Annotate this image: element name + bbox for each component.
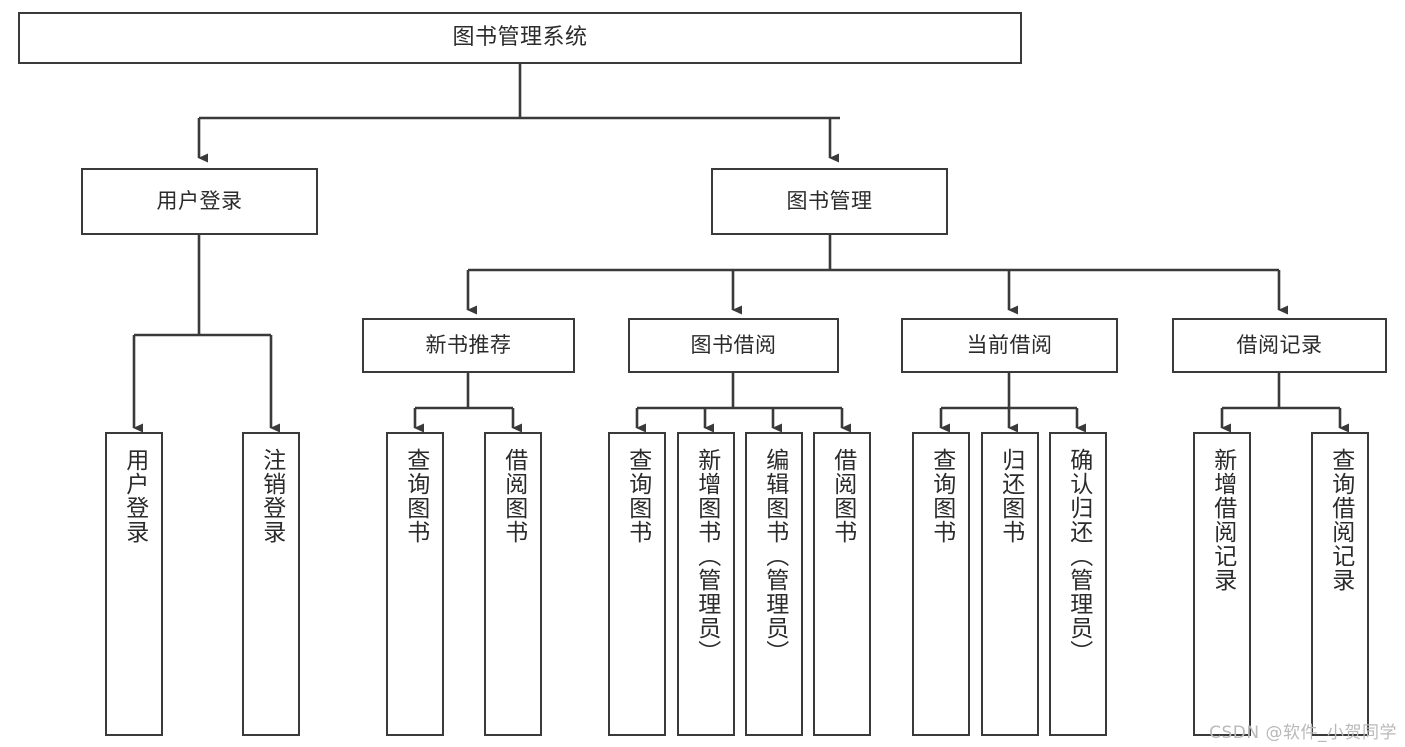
node-user-login[interactable]: 用户登录 — [81, 168, 318, 235]
node-label: 编辑图书（管理员） — [761, 448, 788, 664]
node-book-management[interactable]: 图书管理 — [711, 168, 948, 235]
node-leaf-confirm-return[interactable]: 确认归还（管理员） — [1049, 432, 1107, 736]
node-label: 借阅图书 — [500, 448, 527, 544]
node-label: 查询借阅记录 — [1327, 448, 1354, 592]
node-book-borrow[interactable]: 图书借阅 — [628, 318, 839, 373]
node-label: 归还图书 — [997, 448, 1024, 544]
watermark: CSDN @软件_小贺同学 — [1209, 723, 1397, 743]
node-leaf-add-borrow-record[interactable]: 新增借阅记录 — [1193, 432, 1251, 736]
node-root-book-management-system[interactable]: 图书管理系统 — [18, 12, 1022, 64]
node-label: 查询图书 — [402, 448, 429, 544]
node-label: 借阅图书 — [829, 448, 856, 544]
node-leaf-query-book-borrow[interactable]: 查询图书 — [608, 432, 666, 736]
node-current-borrow[interactable]: 当前借阅 — [901, 318, 1118, 373]
node-leaf-borrow-book[interactable]: 借阅图书 — [813, 432, 871, 736]
node-leaf-query-book-recommend[interactable]: 查询图书 — [386, 432, 444, 736]
node-label: 新书推荐 — [425, 333, 512, 358]
node-label: 图书管理 — [786, 189, 873, 214]
node-label: 图书管理系统 — [452, 25, 588, 51]
node-label: 新增图书（管理员） — [693, 448, 720, 664]
node-leaf-return-book[interactable]: 归还图书 — [981, 432, 1039, 736]
node-label: 确认归还（管理员） — [1065, 448, 1092, 664]
node-label: 当前借阅 — [966, 333, 1053, 358]
node-leaf-edit-book[interactable]: 编辑图书（管理员） — [745, 432, 803, 736]
node-label: 查询图书 — [928, 448, 955, 544]
node-label: 借阅记录 — [1236, 333, 1323, 358]
node-label: 查询图书 — [624, 448, 651, 544]
node-label: 用户登录 — [121, 448, 148, 544]
node-leaf-borrow-book-recommend[interactable]: 借阅图书 — [484, 432, 542, 736]
node-new-book-recommend[interactable]: 新书推荐 — [362, 318, 575, 373]
node-label: 用户登录 — [156, 189, 243, 214]
node-label: 注销登录 — [258, 448, 285, 544]
node-leaf-add-book[interactable]: 新增图书（管理员） — [677, 432, 735, 736]
node-leaf-logout-login[interactable]: 注销登录 — [242, 432, 300, 736]
node-leaf-query-book-current[interactable]: 查询图书 — [912, 432, 970, 736]
node-label: 图书借阅 — [690, 333, 777, 358]
node-leaf-query-borrow-record[interactable]: 查询借阅记录 — [1311, 432, 1369, 736]
node-label: 新增借阅记录 — [1209, 448, 1236, 592]
node-borrow-record[interactable]: 借阅记录 — [1172, 318, 1387, 373]
node-leaf-user-login[interactable]: 用户登录 — [105, 432, 163, 736]
